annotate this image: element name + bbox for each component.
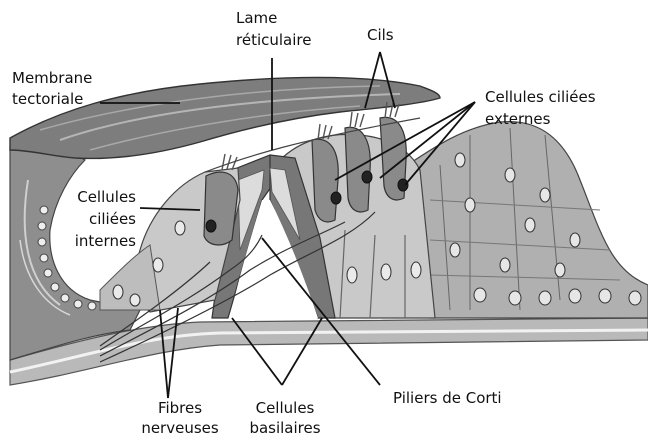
label-cellules-ciliees-internes-1: Cellules <box>77 188 136 206</box>
label-cellules-ciliees-internes-2: ciliées <box>89 210 136 228</box>
spiral-limbus <box>10 144 140 360</box>
supporting-cells-outer <box>400 122 648 318</box>
label-membrane-tectoriale-1: Membrane <box>12 69 92 87</box>
inner-hair-cell-nucleus <box>206 220 216 232</box>
label-cellules-basilaires-2: basilaires <box>249 419 320 436</box>
label-cellules-ciliees-externes-2: externes <box>485 110 551 128</box>
label-cellules-ciliees-externes-1: Cellules ciliées <box>485 88 596 106</box>
label-cellules-basilaires-1: Cellules <box>256 399 315 417</box>
label-fibres-nerveuses-1: Fibres <box>158 399 202 417</box>
label-cellules-ciliees-internes-3: internes <box>75 232 136 250</box>
label-cils: Cils <box>367 26 394 44</box>
label-lame-reticulaire-2: réticulaire <box>236 31 311 49</box>
label-membrane-tectoriale-2: tectoriale <box>12 90 83 108</box>
label-piliers-de-corti: Piliers de Corti <box>393 389 502 407</box>
label-fibres-nerveuses-2: nerveuses <box>141 419 219 436</box>
label-lame-reticulaire-1: Lame <box>236 9 277 27</box>
